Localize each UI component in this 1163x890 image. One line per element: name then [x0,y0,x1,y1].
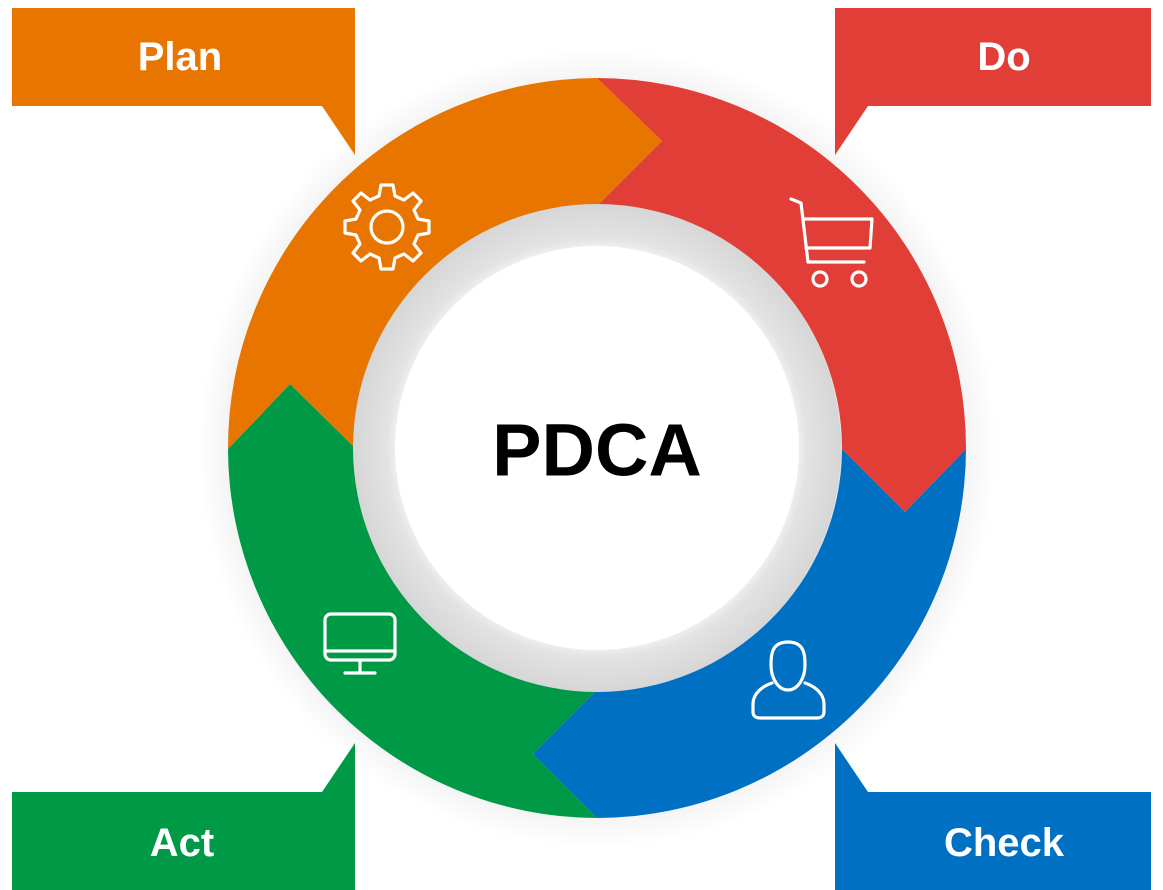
callout-label-act: Act [150,821,214,865]
user-icon [751,640,826,720]
shopping-cart-icon [789,197,874,288]
segment-plan [227,78,663,449]
callout-label-plan: Plan [138,35,222,79]
center-circle [395,246,799,650]
monitor-icon [323,612,397,675]
callout-label-do: Do [977,35,1030,79]
callout-check [835,743,1151,890]
callout-label-check: Check [944,821,1065,865]
callout-do [835,8,1151,155]
callout-plan [12,8,355,155]
segment-do [597,78,967,512]
segment-check [533,449,966,818]
callout-act [12,743,355,890]
gear-icon [343,183,431,271]
center-title: PDCA [492,409,702,492]
segment-act [228,384,597,818]
